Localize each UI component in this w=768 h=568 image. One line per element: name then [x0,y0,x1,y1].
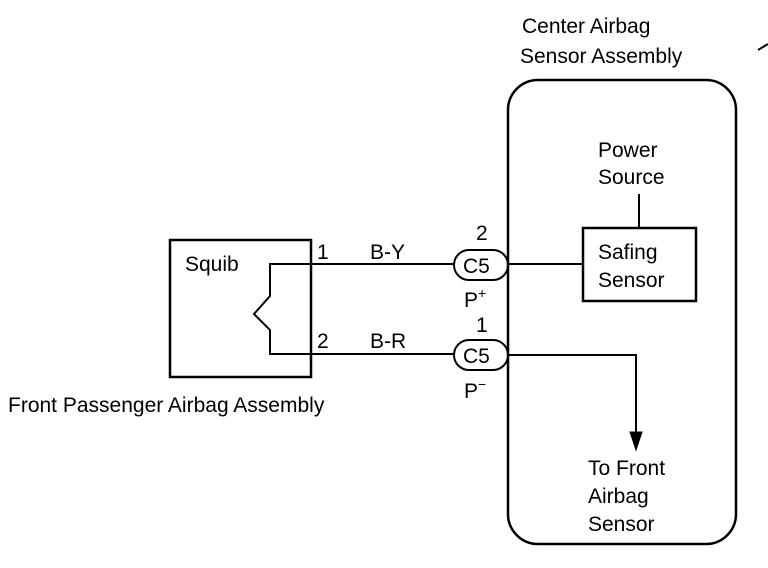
power-source-label-line2: Source [598,166,665,189]
down-arrow-icon [629,431,643,452]
upper-wire-color-code: B-Y [370,241,405,264]
front-passenger-airbag-assembly-label: Front Passenger Airbag Assembly [8,394,325,417]
safing-sensor-label-line2: Sensor [598,269,665,292]
lower-wire-pin-number: 2 [317,330,329,353]
center-airbag-sensor-assembly-box [506,78,738,546]
connector-to-front-sensor-line [508,354,637,436]
upper-connector-terminal: P+ [464,285,486,312]
upper-connector-name: C5 [463,255,490,278]
squib-label: Squib [185,253,239,276]
center-assembly-title-line2: Sensor Assembly [520,45,683,68]
center-assembly-title-line1: Center Airbag [522,15,650,38]
upper-connector-pin-number: 2 [476,222,488,245]
upper-wire-pin-number: 1 [317,241,329,264]
to-front-airbag-sensor-line3: Sensor [588,513,655,536]
edge-tick-mark [757,43,768,51]
safing-sensor-label-line1: Safing [598,241,658,264]
lower-connector-pin-number: 1 [476,314,488,337]
lower-connector-name: C5 [463,345,490,368]
lower-wire-color-code: B-R [370,330,406,353]
to-front-airbag-sensor-line2: Airbag [588,485,649,508]
to-front-airbag-sensor-line1: To Front [588,457,665,480]
squib-symbol [252,263,311,355]
front-passenger-airbag-assembly-box [168,238,313,379]
power-source-label-line1: Power [598,139,658,162]
lower-connector-terminal: P− [464,376,486,403]
